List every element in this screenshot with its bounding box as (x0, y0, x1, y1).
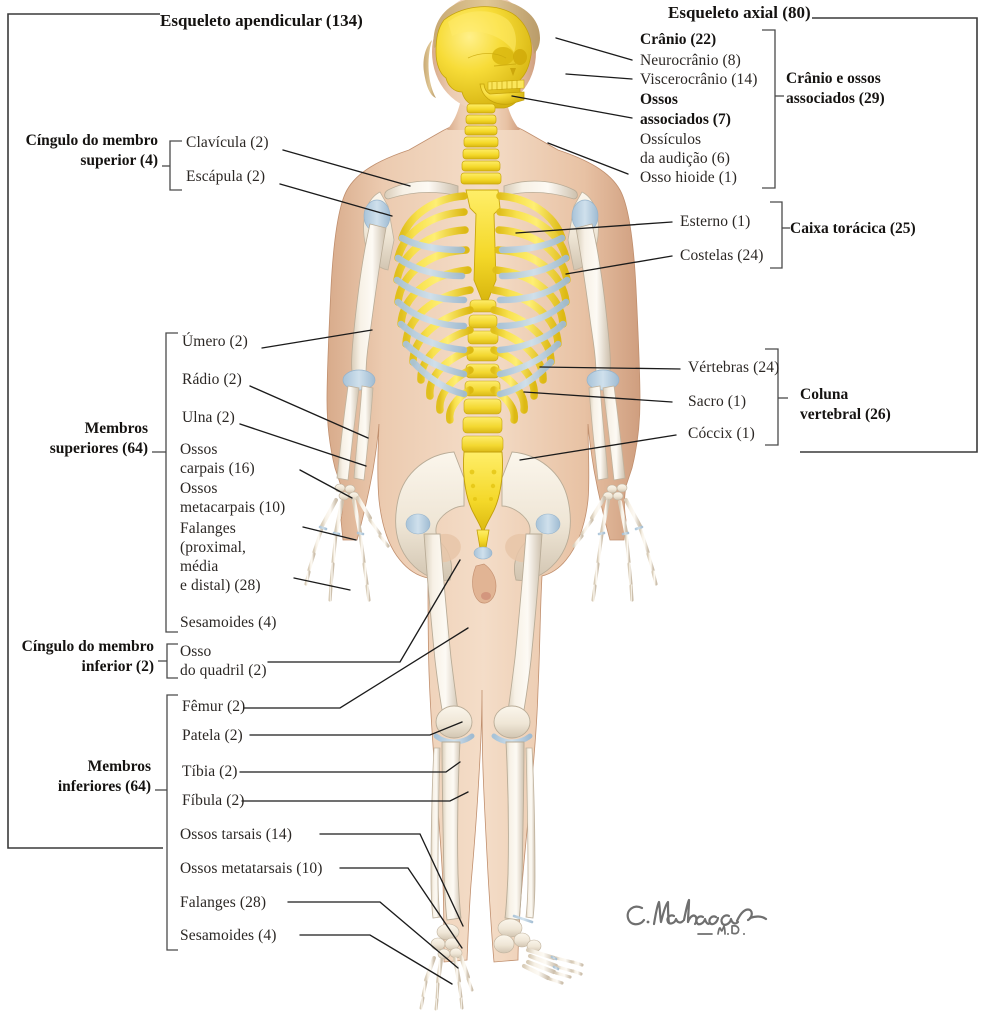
bracket-shoulder-girdle (162, 140, 182, 191)
title-axial-skeleton: Esqueleto axial (80) (668, 3, 811, 22)
label-falanges-mao-line2: (proximal, (180, 539, 246, 556)
foot-bones (419, 914, 584, 1012)
label-ossiculos-line2: da audição (6) (640, 150, 731, 167)
group-upper-limbs-line1: Membros (84, 420, 148, 437)
label-femur: Fêmur (2) (182, 698, 246, 715)
group-thoracic-cage: Caixa torácica (25) (790, 220, 916, 237)
label-sacro: Sacro (1) (688, 393, 747, 410)
rib-cage (393, 192, 571, 424)
label-vertebras: Vértebras (24) (688, 359, 780, 376)
label-sesamoides-pe: Sesamoides (4) (180, 927, 277, 944)
label-falanges-mao-line1: Falanges (180, 520, 236, 537)
group-shoulder-girdle-line2: superior (4) (80, 152, 158, 169)
group-pelvic-girdle-line2: inferior (2) (81, 658, 154, 675)
bracket-thoracic-cage (770, 201, 790, 269)
sternum-and-thoracic-spine (461, 189, 504, 453)
group-lower-limbs-line2: inferiores (64) (57, 778, 151, 795)
anatomy-detail (472, 563, 497, 604)
label-ulna: Ulna (2) (182, 409, 235, 426)
label-ossos-carpais-line1: Ossos (180, 441, 218, 458)
label-ossos-metacarpais-line1: Ossos (180, 480, 218, 497)
group-shoulder-girdle-line1: Cíngulo do membro (25, 132, 158, 149)
label-osso-quadril-line1: Osso (180, 643, 212, 660)
human-skeleton-figure (258, 0, 728, 1016)
cervical-spine (460, 103, 502, 185)
label-costelas: Costelas (24) (680, 247, 764, 264)
bracket-lower-limbs (155, 694, 178, 951)
title-appendicular-skeleton: Esqueleto apendicular (134) (160, 11, 363, 30)
group-vertebral-column-line1: Coluna (800, 386, 849, 403)
label-falanges-pe: Falanges (28) (180, 894, 267, 911)
label-clavicula: Clavícula (2) (186, 134, 269, 151)
group-upper-limbs-line2: superiores (64) (49, 440, 148, 457)
group-pelvic-girdle-line1: Cíngulo do membro (21, 638, 154, 655)
label-radio: Rádio (2) (182, 371, 242, 388)
label-sesamoides-mao: Sesamoides (4) (180, 614, 277, 631)
label-cranio: Crânio (22) (640, 31, 717, 48)
label-umero: Úmero (2) (182, 333, 248, 350)
label-escapula: Escápula (2) (186, 168, 266, 185)
label-tibia: Tíbia (2) (182, 763, 238, 780)
bracket-skull-assoc (762, 29, 784, 189)
label-ossos-metatarsais: Ossos metatarsais (10) (180, 860, 323, 877)
label-coccix: Cóccix (1) (688, 425, 755, 442)
label-ossos-associados-line1: Ossos (640, 91, 678, 108)
pelvis-bone (395, 451, 571, 581)
label-neurocranio: Neurocrânio (8) (640, 52, 741, 69)
label-ossiculos-line1: Ossículos (640, 131, 702, 148)
group-lower-limbs-line1: Membros (87, 758, 151, 775)
label-esterno: Esterno (1) (680, 213, 751, 230)
label-viscerocranio: Viscerocrânio (14) (640, 71, 758, 88)
label-fibula: Fíbula (2) (182, 792, 245, 809)
artist-signature (624, 892, 774, 938)
label-falanges-mao-line4: e distal) (28) (180, 577, 261, 594)
skull-bone (435, 6, 532, 109)
label-ossos-metacarpais-line2: metacarpais (10) (180, 499, 286, 516)
label-patela: Patela (2) (182, 727, 243, 744)
group-skull-assoc-line1: Crânio e ossos (786, 70, 881, 87)
label-falanges-mao-line3: média (180, 558, 219, 575)
label-ossos-carpais-line2: carpais (16) (180, 460, 255, 477)
label-ossos-associados-line2: associados (7) (640, 111, 731, 128)
label-osso-hioide: Osso hioide (1) (640, 169, 738, 186)
bracket-pelvic-girdle (158, 643, 178, 679)
label-osso-quadril-line2: do quadril (2) (180, 662, 267, 679)
group-vertebral-column-line2: vertebral (26) (800, 406, 891, 423)
bracket-upper-limbs (152, 332, 178, 633)
group-skull-assoc-line2: associados (29) (786, 90, 885, 107)
label-ossos-tarsais: Ossos tarsais (14) (180, 826, 293, 843)
